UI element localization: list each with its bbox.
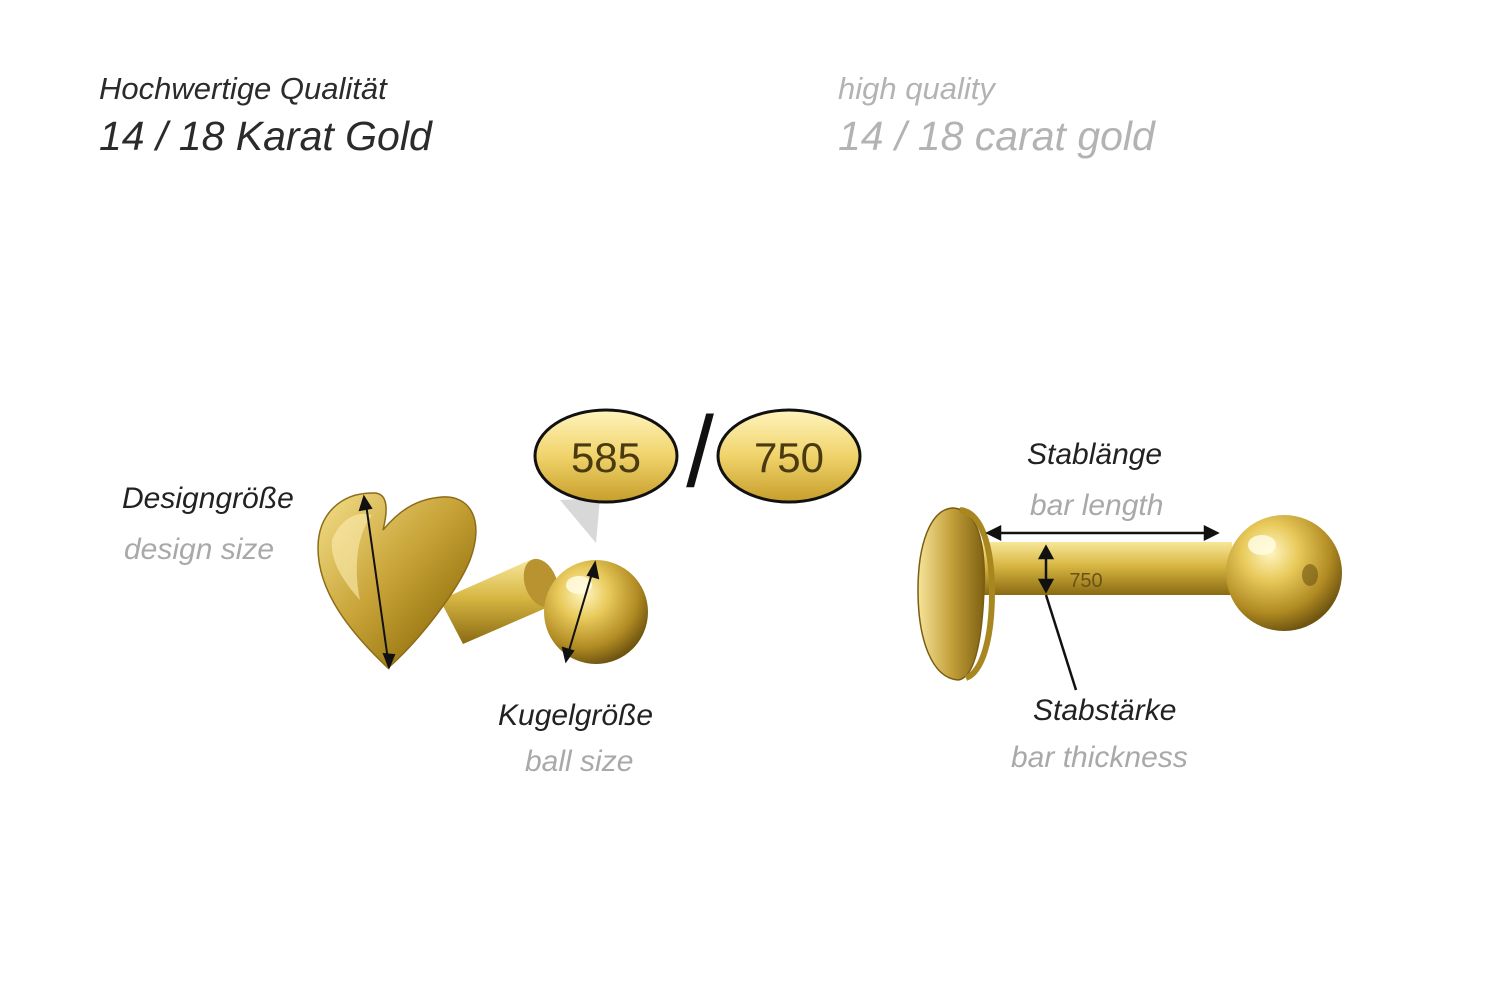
heart-stud-front-view [317,492,648,670]
hallmark-585: 585 [533,408,679,504]
header-karat-en: 14 / 18 carat gold [838,113,1155,159]
hallmark-585-text: 585 [571,434,641,481]
hallmark-750-text: 750 [754,434,824,481]
header-quality-de: Hochwertige Qualität [99,71,387,106]
label-ball-size-en: ball size [525,745,634,778]
label-bar-length-de: Stablänge [1027,438,1163,471]
label-bar-thickness-de: Stabstärke [1033,694,1177,727]
header-karat-de: 14 / 18 Karat Gold [99,113,432,159]
label-bar-length-en: bar length [1030,489,1164,522]
hallmark-separator: / [686,396,714,508]
label-design-size-de: Designgröße [122,482,294,515]
heart-stud-side-view: 750 [917,507,1342,691]
label-ball-size-de: Kugelgröße [498,699,654,732]
header-quality-en: high quality [838,71,995,106]
label-bar-thickness-en: bar thickness [1011,741,1188,774]
hallmark-750: 750 [716,408,862,504]
label-design-size-en: design size [124,533,275,566]
bar-engraving-text: 750 [1069,570,1102,592]
